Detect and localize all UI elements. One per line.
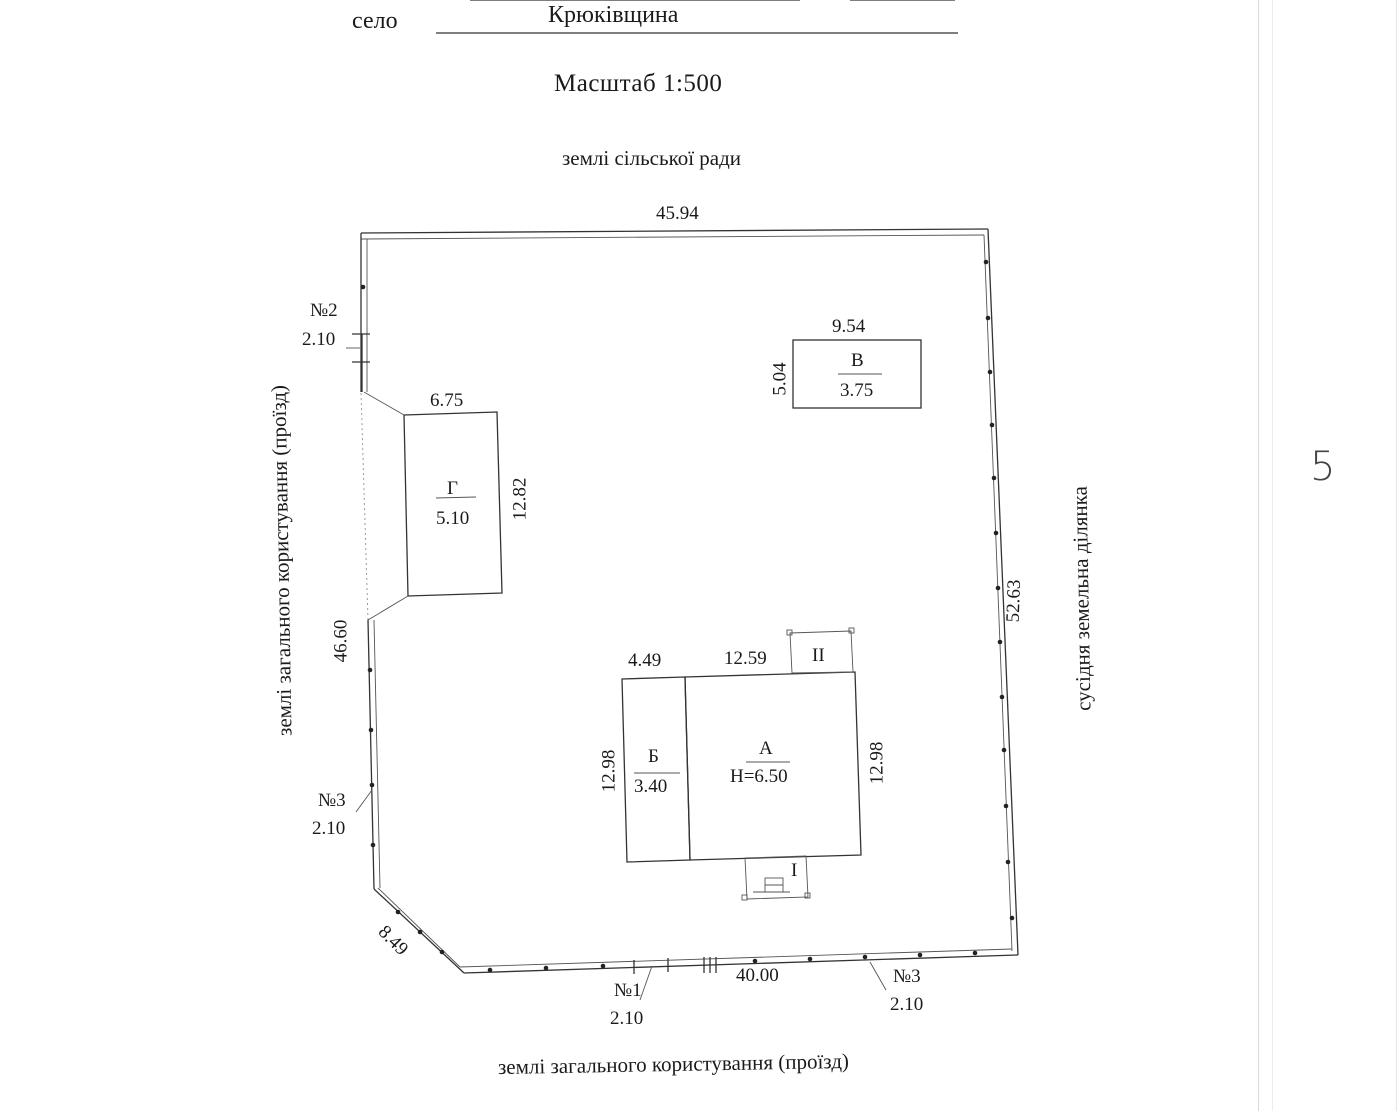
gate-2-id: №2 xyxy=(310,300,338,321)
building-g-outline xyxy=(363,391,503,621)
gate-3-west-id: №3 xyxy=(318,790,346,811)
building-a-height: Н=6.50 xyxy=(730,766,788,787)
building-v-letter: В xyxy=(851,350,864,371)
leader-gate-3-west xyxy=(355,789,373,813)
gate-1-ticks xyxy=(633,957,717,1001)
building-v-outline xyxy=(792,339,922,409)
south-side-length: 40.00 xyxy=(736,965,779,986)
parcel-boundary xyxy=(360,228,1019,974)
porch-i-label: І xyxy=(791,860,798,881)
building-b-letter: Б xyxy=(648,746,659,767)
settlement-name: Крюківщина xyxy=(548,2,679,28)
building-b-length: 12.98 xyxy=(598,749,620,793)
boundary-points xyxy=(360,259,1015,973)
border-north: землі сільської ради xyxy=(562,146,742,170)
west-side-length: 46.60 xyxy=(330,619,352,663)
gate-1-id: №1 xyxy=(614,980,642,1001)
building-v-height: 3.75 xyxy=(840,380,874,401)
gate-3-south-width: 2.10 xyxy=(890,994,924,1015)
building-a-letter: А xyxy=(759,738,773,759)
building-v-width: 9.54 xyxy=(832,316,866,337)
porch-ii-outline xyxy=(786,627,855,674)
north-side-length: 45.94 xyxy=(656,203,699,224)
gate-1-width: 2.10 xyxy=(610,1008,644,1029)
settlement-label: село xyxy=(352,8,398,34)
building-b-width: 4.49 xyxy=(628,650,662,671)
leader-gate-3-south xyxy=(869,961,887,991)
gate-2-ticks xyxy=(346,333,370,392)
building-b-height: 3.40 xyxy=(634,776,668,797)
building-a-length: 12.98 xyxy=(866,741,888,785)
page-edge xyxy=(1258,0,1259,1111)
page-number: 5 xyxy=(1310,444,1336,490)
building-a-outline xyxy=(684,671,862,861)
gate-2-width: 2.10 xyxy=(302,329,336,350)
gate-3-south-id: №3 xyxy=(893,966,921,987)
page-edge xyxy=(1272,0,1273,1111)
scale-label: Масштаб 1:500 xyxy=(554,70,723,97)
building-g-height: 5.10 xyxy=(436,508,470,529)
gate-3-west-width: 2.10 xyxy=(312,818,346,839)
building-g-length: 12.82 xyxy=(509,477,531,521)
porch-ii-label: ІІ xyxy=(812,645,825,666)
page-edge xyxy=(1396,0,1397,1111)
building-a-width: 12.59 xyxy=(724,648,767,669)
porch-i-outline xyxy=(741,855,811,901)
building-b-outline xyxy=(621,676,691,863)
building-g-letter: Г xyxy=(447,478,458,499)
building-g-width: 6.75 xyxy=(430,390,464,411)
east-side-length: 52.63 xyxy=(1002,579,1026,623)
building-v-length: 5.04 xyxy=(769,362,791,396)
